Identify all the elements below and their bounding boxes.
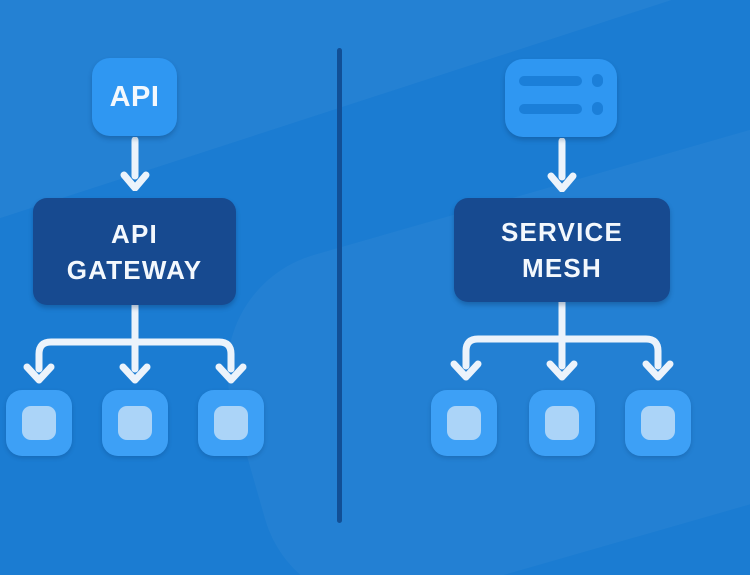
service-node-core	[641, 406, 675, 440]
api-gateway-node: API GATEWAY	[33, 198, 236, 305]
service-node-core	[213, 406, 248, 440]
arrow-down-icon	[547, 138, 577, 192]
server-rack-bar	[519, 76, 582, 86]
api-client-label: API	[109, 80, 160, 113]
server-rack-bar	[519, 104, 582, 114]
panel-divider	[337, 48, 342, 523]
service-node-core	[21, 406, 56, 440]
service-node-icon	[5, 390, 72, 456]
service-node-icon	[101, 390, 168, 456]
service-node-core	[447, 406, 481, 440]
service-node-icon	[529, 390, 595, 456]
hub-label-line2: MESH	[522, 253, 602, 283]
service-mesh-node: SERVICE MESH	[454, 198, 670, 302]
server-icon	[505, 59, 617, 137]
api-client-node: API	[92, 58, 177, 136]
hub-label-line1: SERVICE	[500, 217, 624, 247]
service-node-core	[545, 406, 579, 440]
hub-label-line2: GATEWAY	[66, 254, 203, 285]
service-node-core	[117, 406, 152, 440]
server-led-dot	[592, 74, 603, 87]
hub-label-line1: API	[111, 218, 158, 249]
service-node-icon	[197, 390, 264, 456]
arrow-down-icon	[120, 137, 149, 191]
branch-arrows-icon	[23, 303, 246, 384]
server-led-dot	[592, 102, 603, 115]
service-node-icon	[431, 390, 497, 456]
branch-arrows-icon	[450, 300, 674, 381]
service-node-icon	[625, 390, 691, 456]
